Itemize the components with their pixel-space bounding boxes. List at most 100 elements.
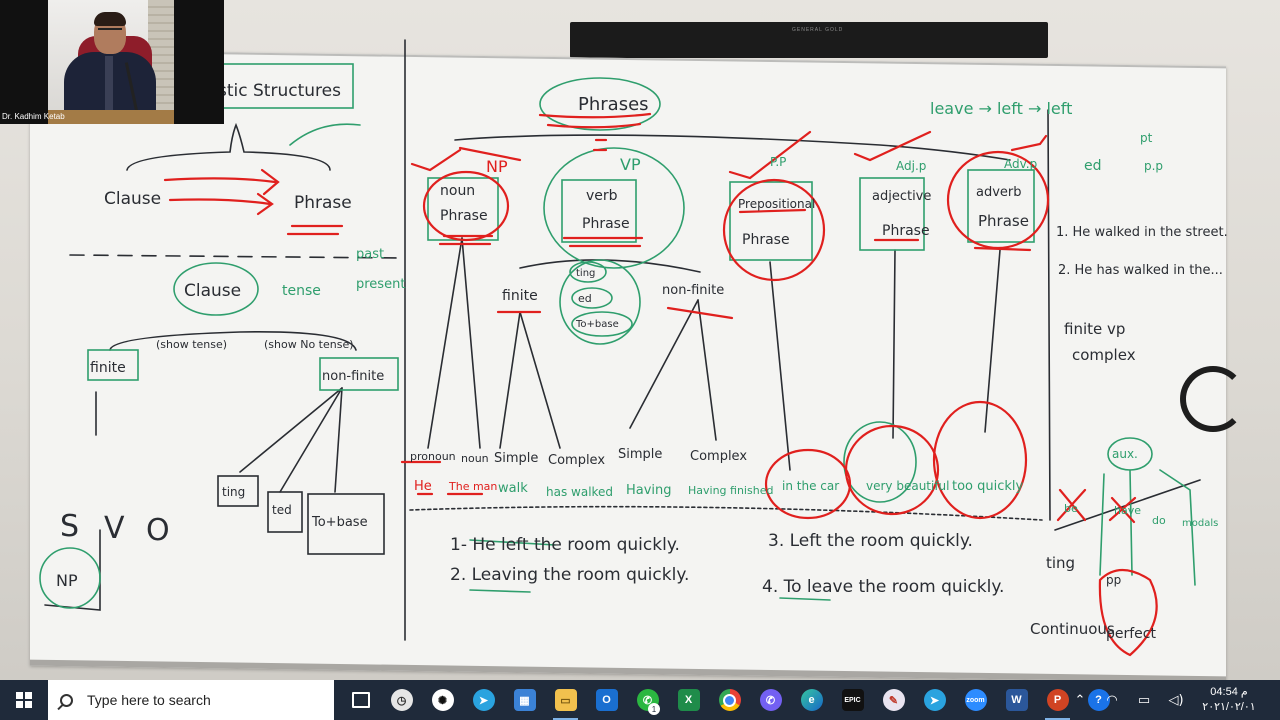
taskbar: Type here to search ◷ ✺ ➤ ▦ ▭ O ✆1 X ✆ e… (0, 680, 1280, 720)
verb-phrase-2: Phrase (582, 216, 630, 232)
whiteboard-drawing: stic Structures Clause Phrase Clause ten… (39, 39, 1228, 657)
prep-phrase-1: Prepositional (738, 197, 815, 211)
outlook-icon[interactable]: O (586, 680, 627, 720)
bubble-ed: ed (578, 292, 592, 305)
bubble-ting: ting (576, 268, 595, 279)
pp-perfect-2: perfect (1106, 626, 1156, 642)
telegram-icon[interactable]: ➤ (914, 680, 955, 720)
powerpoint-icon[interactable]: P (1037, 680, 1078, 720)
adv-phrase-1: adverb (976, 185, 1022, 200)
clock-date: ٢٠٢١/٠٢/٠١ (1202, 701, 1256, 713)
adjp-label: Adj.p (896, 159, 926, 173)
leave-line: leave → left → left (930, 99, 1072, 118)
sentence-3: 3. Left the room quickly. (768, 531, 973, 551)
leaf-simple-2: Simple (618, 447, 662, 462)
webcam-desk (48, 110, 174, 124)
zoom-icon[interactable]: zoom (955, 680, 996, 720)
tobase-box-text: To+base (311, 515, 368, 530)
search-placeholder: Type here to search (87, 692, 211, 708)
chevron-up-icon[interactable]: ⌃ (1074, 692, 1086, 708)
noun-phrase-2: Phrase (440, 208, 488, 224)
be-label: be (1064, 502, 1078, 515)
vp-label: VP (620, 155, 641, 174)
clause-mid: Clause (184, 281, 241, 301)
pt-label: pt (1140, 131, 1153, 145)
webcam-presenter-hair (94, 12, 126, 26)
webcam-presenter-tie (105, 56, 113, 112)
chrome-icon[interactable] (709, 680, 750, 720)
show-desktop-button[interactable] (1266, 680, 1280, 720)
word-icon[interactable]: W (996, 680, 1037, 720)
noun-phrase-1: noun (440, 183, 475, 199)
ed-box-text: ted (272, 503, 292, 517)
leaf-pronoun: pronoun (410, 450, 456, 463)
clock-time: 04:54 م (1210, 686, 1248, 698)
task-view-icon[interactable] (340, 680, 381, 720)
monitor-label: GENERAL GOLD (792, 27, 844, 33)
modals-label: modals (1182, 518, 1218, 529)
pp-small-label: p.p (1144, 159, 1163, 173)
taskbar-clock[interactable]: 04:54 م ٢٠٢١/٠٢/٠١ (1192, 680, 1266, 720)
adj-phrase-1: adjective (872, 189, 931, 204)
battery-icon[interactable]: ▭ (1137, 692, 1151, 708)
svo-v: V (104, 511, 125, 546)
verb-phrase-1: verb (586, 188, 618, 204)
cable-coil (1180, 366, 1246, 432)
wifi-icon[interactable]: ◠ (1106, 692, 1118, 708)
phrases-root: Phrases (578, 94, 649, 115)
adj-phrase-2: Phrase (882, 223, 930, 239)
finite-left: finite (90, 360, 126, 376)
viber-icon[interactable]: ✆ (750, 680, 791, 720)
chatgpt-icon[interactable]: ✺ (422, 680, 463, 720)
pp-label: P.P (770, 155, 786, 169)
clock-app-icon[interactable]: ◷ (381, 680, 422, 720)
windows-icon (16, 692, 32, 708)
leaf-noun: noun (461, 452, 489, 465)
ting-box-text: ting (222, 485, 245, 499)
example-in-the-car: in the car (782, 479, 839, 493)
help-icon[interactable]: ? (1078, 680, 1119, 720)
store-icon[interactable]: ▦ (504, 680, 545, 720)
wall-monitor: GENERAL GOLD (570, 22, 1048, 58)
edge-icon[interactable]: e (791, 680, 832, 720)
past-label: past (356, 247, 384, 262)
advp-label: Adv.p (1004, 157, 1037, 171)
taskbar-search[interactable]: Type here to search (48, 680, 334, 720)
do-label: do (1152, 514, 1166, 527)
svo-s: S (60, 509, 79, 544)
volume-icon[interactable]: ◁) (1168, 692, 1184, 708)
example-the-man: The man (448, 480, 497, 493)
pp-perfect-1: pp (1106, 573, 1121, 587)
complex-label: complex (1072, 346, 1136, 364)
sentence-2: 2. Leaving the room quickly. (450, 565, 689, 585)
ed-label: ed (1084, 158, 1102, 174)
example-very-beautiful: very beautiful (866, 479, 950, 493)
finite-mid: finite (502, 288, 538, 304)
example-too-quickly: too quickly (952, 479, 1024, 494)
file-explorer-icon[interactable]: ▭ (545, 680, 586, 720)
bubble-tobase: To+base (575, 319, 619, 330)
whatsapp-icon[interactable]: ✆1 (627, 680, 668, 720)
example-has-walked: has walked (546, 485, 613, 499)
np-circle-text: NP (56, 571, 78, 590)
phrase-top: Phrase (294, 193, 352, 213)
example-walk: walk (498, 481, 528, 496)
example-having-finished: Having finished (688, 484, 773, 497)
example-he: He (414, 479, 432, 494)
leaf-complex-1: Complex (548, 453, 605, 468)
epic-games-icon[interactable]: EPIC (832, 680, 873, 720)
telegram-icon[interactable]: ➤ (463, 680, 504, 720)
continuous-label: Continuous (1030, 620, 1115, 638)
nonfinite-mid: non-finite (662, 283, 724, 298)
start-button[interactable] (0, 680, 48, 720)
ting-right: ting (1046, 554, 1075, 572)
sentence-4: 4. To leave the room quickly. (762, 577, 1004, 597)
paint-icon[interactable]: ✎ (873, 680, 914, 720)
right-sentence-2: 2. He has walked in the... (1058, 263, 1223, 278)
system-tray: ⌃ ◠ ▭ ◁) 04:54 م ٢٠٢١/٠٢/٠١ (1064, 680, 1280, 720)
np-label: NP (486, 157, 508, 176)
webcam-overlay: Dr. Kadhim Ketab (0, 0, 224, 124)
board-title-box-text: stic Structures (218, 81, 341, 101)
excel-icon[interactable]: X (668, 680, 709, 720)
show-tense: (show tense) (156, 338, 227, 351)
